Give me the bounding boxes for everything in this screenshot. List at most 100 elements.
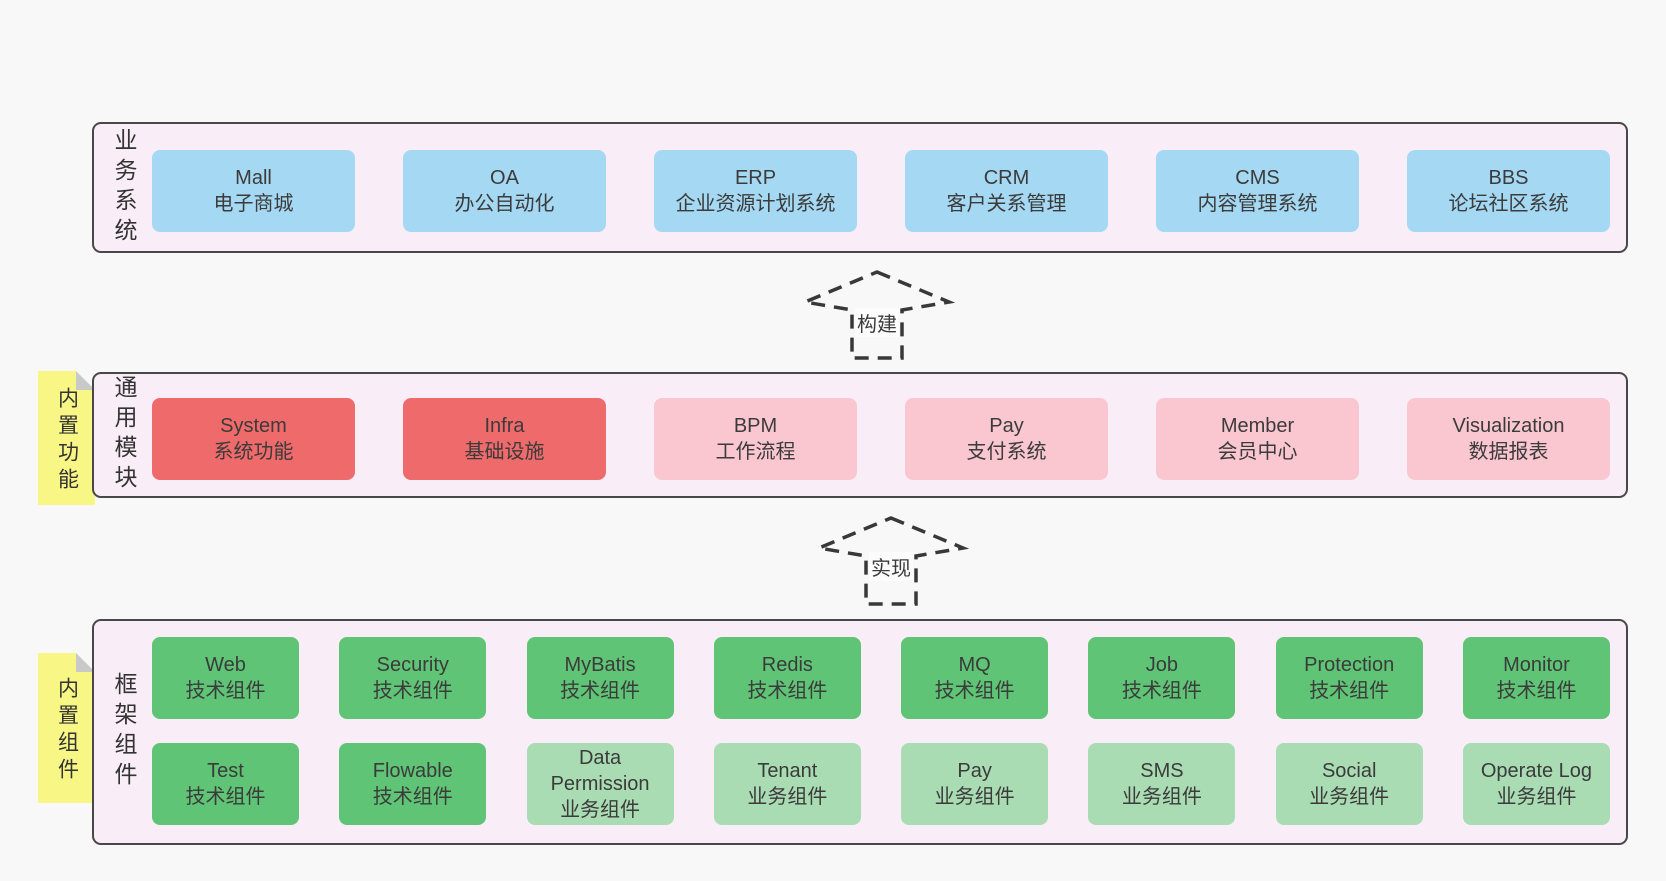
arrow-implement: 实现 (813, 512, 969, 610)
box-title: BBS (1488, 167, 1529, 189)
box-subtitle: 技术组件 (747, 680, 828, 702)
box-subtitle: 办公自动化 (454, 193, 555, 215)
module-box-member: Member 会员中心 (1156, 398, 1359, 480)
box-subtitle: 电子商城 (213, 193, 294, 215)
box-title: Data Permission (550, 747, 650, 795)
box-title: OA (490, 167, 519, 189)
box-title: Visualization (1452, 415, 1565, 437)
box-subtitle: 企业资源计划系统 (675, 193, 836, 215)
module-box-tenant: Tenant 业务组件 (713, 743, 861, 825)
sticky-note-built-in-components: 内置组件 (38, 653, 95, 803)
module-box-crm: CRM 客户关系管理 (905, 150, 1108, 232)
sticky-note-built-in-features: 内置功能 (38, 371, 95, 505)
module-box-flowable: Flowable 技术组件 (339, 743, 487, 825)
box-title: Pay (989, 415, 1024, 437)
box-subtitle: 技术组件 (185, 680, 266, 702)
layer-label-framework-components: 框架组件 (111, 672, 137, 792)
box-title: Operate Log (1480, 760, 1593, 782)
box-subtitle: 客户关系管理 (946, 193, 1067, 215)
module-box-cms: CMS 内容管理系统 (1156, 150, 1359, 232)
dashed-up-arrow-icon (813, 516, 969, 606)
box-title: Pay (957, 760, 992, 782)
layer-label-business-systems: 业务系统 (111, 127, 137, 248)
arrow-build: 构建 (799, 268, 955, 362)
box-subtitle: 技术组件 (934, 680, 1015, 702)
box-subtitle: 业务组件 (1121, 786, 1202, 808)
box-title: Tenant (757, 760, 818, 782)
box-title: Test (207, 760, 244, 782)
module-box-mq: MQ 技术组件 (901, 637, 1049, 719)
box-title: ERP (734, 167, 777, 189)
box-title: Web (205, 654, 246, 676)
box-title: MyBatis (564, 654, 636, 676)
sticky-note-label: 内置功能 (55, 386, 79, 495)
module-box-data-permission: Data Permission 业务组件 (526, 743, 674, 825)
module-box-pay: Pay 支付系统 (905, 398, 1108, 480)
module-box-bpm: BPM 工作流程 (654, 398, 857, 480)
module-box-redis: Redis 技术组件 (713, 637, 861, 719)
box-subtitle: 基础设施 (464, 441, 545, 463)
box-title: Redis (761, 654, 813, 676)
module-box-operate-log: Operate Log 业务组件 (1462, 743, 1610, 825)
module-box-job: Job 技术组件 (1088, 637, 1236, 719)
module-box-web: Web 技术组件 (152, 637, 299, 719)
sticky-note-label: 内置组件 (55, 677, 79, 785)
dashed-up-arrow-icon (799, 270, 955, 360)
box-subtitle: 业务组件 (1496, 786, 1577, 808)
module-box-visualization: Visualization 数据报表 (1407, 398, 1610, 480)
box-title: MQ (958, 654, 991, 676)
box-title: CRM (983, 167, 1030, 189)
box-subtitle: 数据报表 (1468, 441, 1549, 463)
box-subtitle: 业务组件 (747, 786, 828, 808)
box-subtitle: 技术组件 (1496, 680, 1577, 702)
box-title: BPM (733, 415, 778, 437)
box-subtitle: 业务组件 (560, 799, 641, 821)
modules-box-row: System 系统功能 Infra 基础设施 BPM 工作流程 Pay 支付系统 Member 会… (152, 398, 1610, 480)
box-subtitle: 业务组件 (934, 786, 1015, 808)
box-title: Member (1220, 415, 1295, 437)
module-box-pay: Pay 业务组件 (901, 743, 1049, 825)
box-title: System (220, 415, 287, 437)
box-subtitle: 系统功能 (213, 441, 294, 463)
box-title: SMS (1140, 760, 1184, 782)
module-box-test: Test 技术组件 (152, 743, 299, 825)
layer-label-common-modules: 通用模块 (111, 375, 137, 495)
module-box-sms: SMS 业务组件 (1088, 743, 1236, 825)
box-subtitle: 技术组件 (1309, 680, 1390, 702)
module-box-infra: Infra 基础设施 (403, 398, 606, 480)
box-title: CMS (1235, 167, 1280, 189)
box-title: Infra (484, 415, 525, 437)
module-box-oa: OA 办公自动化 (403, 150, 606, 232)
box-subtitle: 技术组件 (372, 680, 453, 702)
arrow-build-label: 构建 (855, 308, 899, 337)
box-subtitle: 技术组件 (185, 786, 266, 808)
box-title: Protection (1304, 654, 1395, 676)
box-subtitle: 技术组件 (372, 786, 453, 808)
box-title: Job (1145, 654, 1179, 676)
box-title: Flowable (372, 760, 453, 782)
module-box-erp: ERP 企业资源计划系统 (654, 150, 857, 232)
arrow-implement-label: 实现 (869, 552, 913, 581)
box-subtitle: 支付系统 (966, 441, 1047, 463)
module-box-mybatis: MyBatis 技术组件 (526, 637, 674, 719)
box-subtitle: 内容管理系统 (1197, 193, 1318, 215)
box-title: Social (1321, 760, 1377, 782)
box-subtitle: 技术组件 (1121, 680, 1202, 702)
box-subtitle: 会员中心 (1217, 441, 1298, 463)
box-subtitle: 论坛社区系统 (1448, 193, 1569, 215)
module-box-protection: Protection 技术组件 (1275, 637, 1423, 719)
layer-common-modules: 通用模块 System 系统功能 Infra 基础设施 BPM 工作流程 Pay 支付系统 Me… (92, 372, 1628, 498)
box-subtitle: 技术组件 (560, 680, 641, 702)
box-title: Monitor (1503, 654, 1570, 676)
module-box-system: System 系统功能 (152, 398, 355, 480)
box-subtitle: 业务组件 (1309, 786, 1390, 808)
box-subtitle: 工作流程 (715, 441, 796, 463)
module-box-social: Social 业务组件 (1275, 743, 1423, 825)
